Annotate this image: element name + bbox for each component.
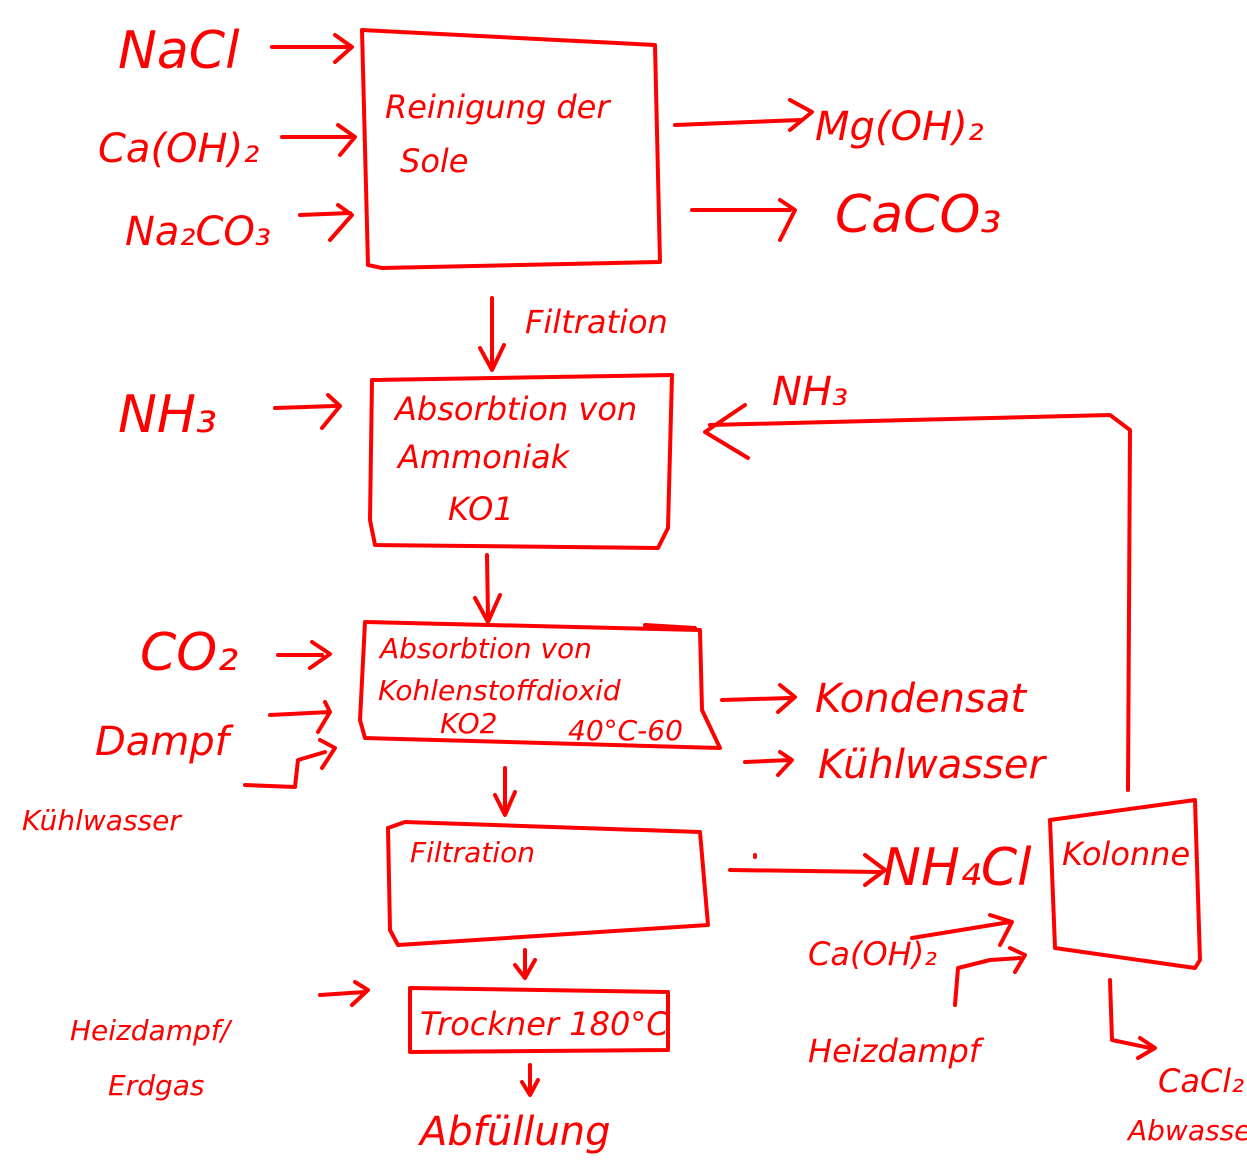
recycle-line [703, 403, 1132, 792]
output-caco3: CaCO₃ [835, 185, 1001, 245]
input-heizdampf-erdgas-2: Erdgas [108, 1069, 205, 1102]
dryer-label: Trockner 180°C [420, 1005, 669, 1043]
arrow-cacl2 [1108, 978, 1157, 1060]
nh3-absorption-box [368, 373, 674, 550]
filtration-box [386, 820, 710, 947]
arrow-nh3 [273, 393, 342, 430]
input-nacl: NaCl [118, 21, 240, 81]
arrow-box3-to-filtration [493, 766, 517, 817]
co2-absorption-label-2: Kohlenstoffdioxid [378, 674, 621, 707]
arrow-heizdampf-erdgas [318, 980, 370, 1007]
output-mgoh2: Mg(OH)₂ [815, 104, 984, 150]
input-na2co3: Na₂CO₃ [125, 209, 271, 255]
filtration-label: Filtration [410, 836, 535, 869]
arrow-kuehlwasser-out [743, 750, 794, 777]
input-nh3: NH₃ [118, 385, 217, 445]
arrow-filtration-down [478, 296, 506, 372]
arrow-box2-to-box3 [473, 553, 502, 624]
column-box [1048, 798, 1202, 970]
label-filtration-arrow: Filtration [525, 303, 668, 341]
arrow-dampf [268, 700, 332, 734]
output-kondensat: Kondensat [815, 676, 1027, 722]
co2-absorption-label-3: KO2 [440, 707, 497, 740]
co2-absorption-box [358, 620, 722, 750]
purification-label-2: Sole [400, 142, 468, 180]
input-caoh2-bottom: Ca(OH)₂ [808, 935, 937, 973]
arrow-kuehlwasser-in [243, 738, 337, 789]
input-co2: CO₂ [140, 623, 238, 683]
arrow-co2 [276, 640, 332, 670]
nh3-absorption-label-2: Ammoniak [396, 438, 571, 476]
purification-label-1: Reinigung der [385, 88, 611, 126]
nh3-absorption-label-1: Absorbtion von [393, 390, 637, 428]
output-kuehlwasser: Kühlwasser [818, 742, 1047, 788]
output-abfuellung: Abfüllung [417, 1109, 611, 1155]
arrow-na2co3 [298, 203, 354, 242]
nh3-absorption-label-3: KO1 [448, 490, 514, 528]
co2-absorption-label-1: Absorbtion von [378, 632, 592, 665]
arrow-heizdampf-column [953, 946, 1027, 1007]
output-nh3-recycle: NH₃ [772, 369, 848, 415]
input-heizdampf-erdgas-1: Heizdampf/ [70, 1014, 233, 1047]
output-cacl2: CaCl₂ [1158, 1062, 1244, 1100]
arrow-nacl [270, 33, 354, 64]
output-nh4cl: NH₄Cl [882, 838, 1032, 898]
input-caoh2-top: Ca(OH)₂ [98, 126, 259, 172]
arrow-caoh2-column [910, 913, 1014, 947]
arrow-caco3 [690, 198, 797, 242]
input-kuehlwasser: Kühlwasser [22, 804, 182, 837]
arrow-nh4cl [728, 853, 887, 887]
arrow-caoh2-top [280, 123, 357, 157]
arrow-dryer-to-abfuellung [520, 1063, 540, 1097]
input-heizdampf: Heizdampf [808, 1032, 985, 1070]
co2-absorption-label-3b: 40°C-60 [568, 714, 683, 747]
column-label: Kolonne [1062, 835, 1190, 873]
arrow-filtration-to-dryer [513, 948, 537, 980]
purification-box [360, 28, 662, 270]
arrow-mgoh2 [673, 98, 814, 132]
arrow-kondensat [720, 683, 797, 714]
dryer-box [408, 986, 670, 1054]
output-abwasser: Abwasser [1126, 1114, 1247, 1147]
input-dampf: Dampf [95, 719, 235, 765]
